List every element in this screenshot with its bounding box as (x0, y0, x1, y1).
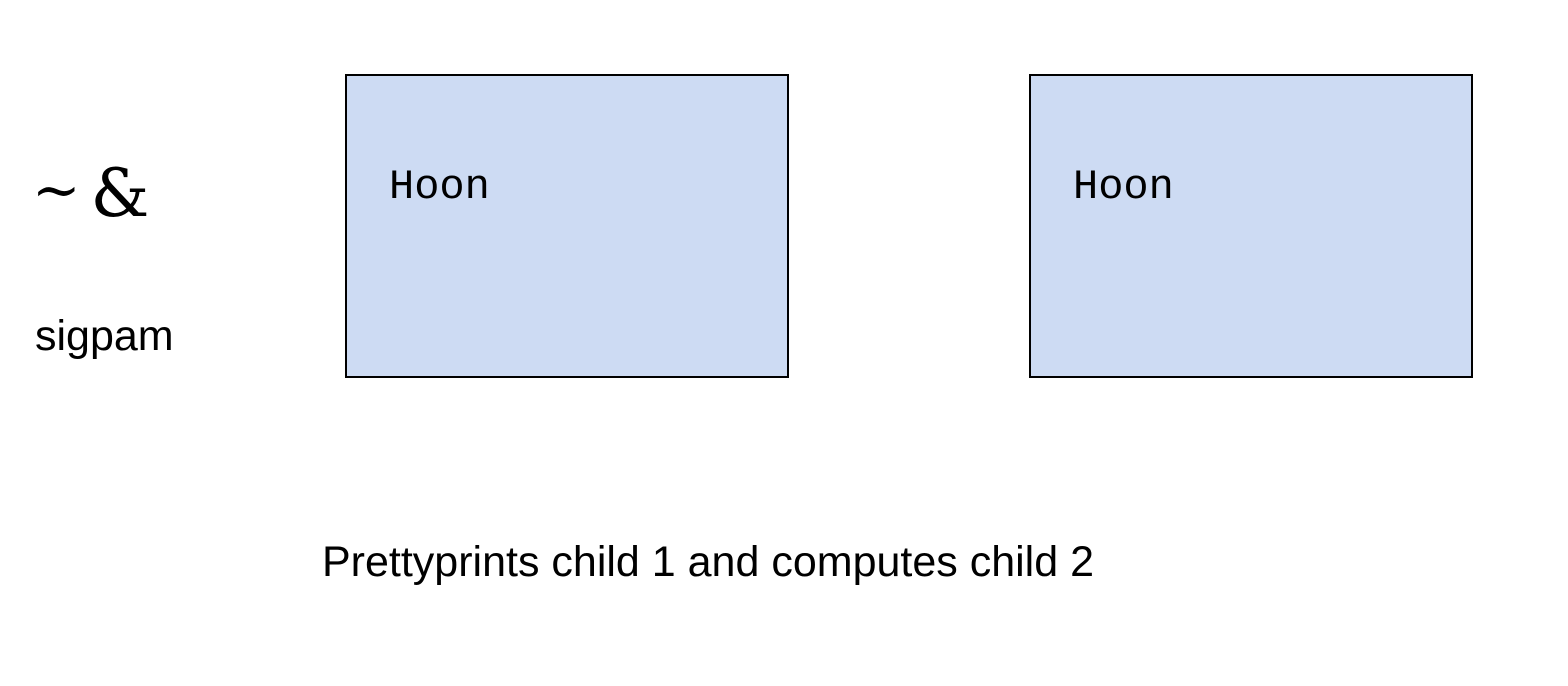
child-2-label: Hoon (1073, 163, 1174, 211)
child-2-box: Hoon (1029, 74, 1473, 378)
rune-glyph: ~& (32, 150, 150, 232)
child-1-label: Hoon (389, 163, 490, 211)
rune-name: sigpam (35, 312, 174, 360)
rune-glyph-ampersand: & (90, 155, 150, 232)
rune-glyph-tilde: ~ (32, 156, 81, 224)
diagram-caption: Prettyprints child 1 and computes child … (322, 538, 1095, 586)
child-1-box: Hoon (345, 74, 789, 378)
